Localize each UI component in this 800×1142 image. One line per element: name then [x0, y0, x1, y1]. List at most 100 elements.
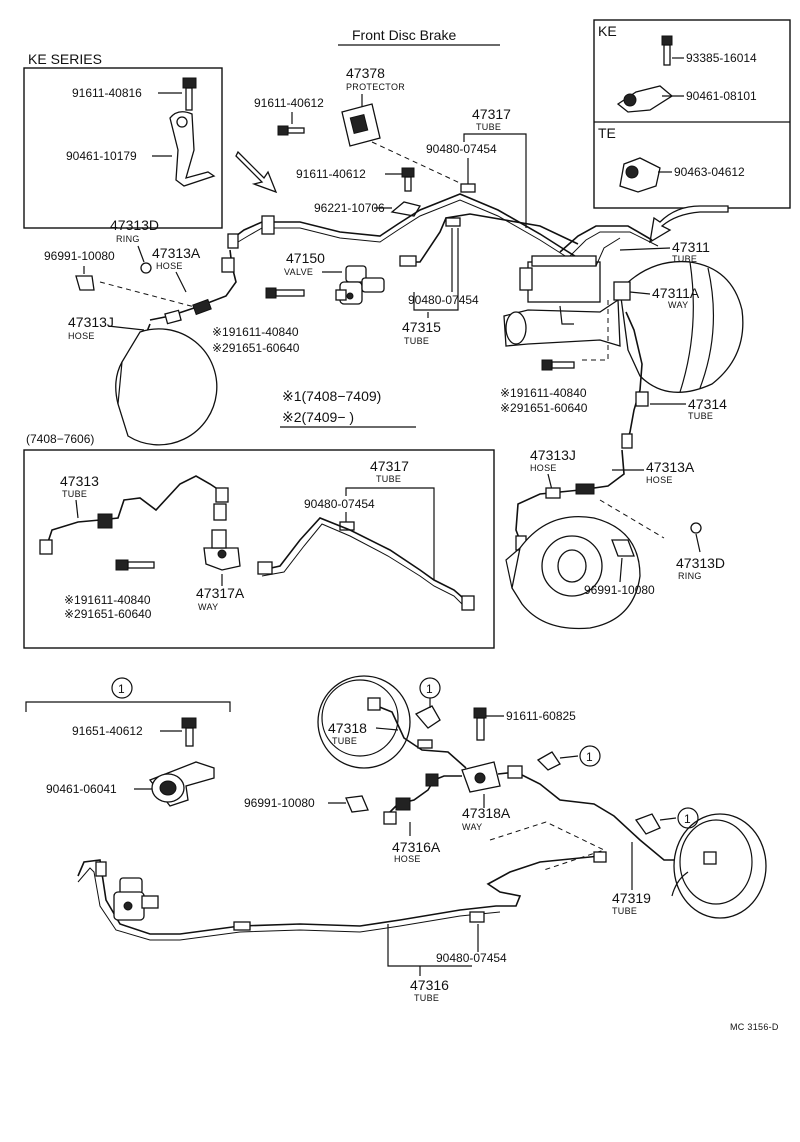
bolt-spec-box-1: ※191611-40840 — [64, 593, 151, 607]
bolt-icon — [473, 707, 487, 741]
protector-label: PROTECTOR — [346, 82, 405, 92]
part-47313-box: 47313 — [60, 473, 99, 489]
part-47317A: 47317A — [196, 585, 245, 601]
tube-label: TUBE — [332, 736, 357, 746]
clip-icon — [634, 813, 661, 835]
tube-fitting — [507, 765, 523, 779]
part-47316A: 47316A — [392, 839, 441, 855]
brake-tube-47311-inner — [569, 231, 659, 257]
part-96991-10080-lower: 96991-10080 — [244, 796, 315, 810]
way-label: WAY — [462, 822, 482, 832]
bolt-icon — [661, 35, 673, 66]
ke-series-label: KE SERIES — [28, 51, 102, 67]
ke-series-box — [23, 67, 223, 229]
disc-brake-rotor-icon — [505, 515, 641, 630]
circle-1-marker — [677, 807, 699, 829]
hose-label: HOSE — [394, 854, 421, 864]
grommet-icon — [460, 183, 476, 193]
part-90480-07454-b: 90480-07454 — [408, 293, 479, 307]
dashed-guide — [599, 499, 665, 539]
bolt-icon — [401, 167, 415, 192]
tube-label: TUBE — [688, 411, 713, 421]
circle-1-label: 1 — [426, 682, 433, 696]
hollow-arrow-icon — [235, 150, 278, 194]
disc-brake-rotor-icon — [115, 328, 218, 446]
tube-label: TUBE — [404, 336, 429, 346]
circle-1-label: 1 — [586, 750, 593, 764]
tube-label: TUBE — [376, 474, 401, 484]
way-label: WAY — [668, 300, 688, 310]
leader-line — [619, 247, 671, 251]
tube-fitting — [399, 255, 417, 267]
tube-label: TUBE — [476, 122, 501, 132]
tube-fitting — [367, 697, 381, 711]
tube-fitting — [227, 233, 239, 249]
hose-fitting — [164, 309, 182, 325]
bolt-icon — [265, 287, 305, 299]
brake-tube-47316 — [77, 855, 601, 935]
box-7408-7606 — [23, 449, 495, 649]
bracket-line — [387, 924, 472, 967]
part-96221-10706: 96221-10706 — [314, 201, 385, 215]
dashed-guide — [99, 281, 207, 311]
part-90461-08101: 90461-08101 — [686, 89, 757, 103]
part-47311: 47311 — [672, 239, 710, 255]
bolt-icon — [277, 125, 305, 136]
clip-icon — [75, 275, 95, 291]
brake-tube-47315 — [400, 213, 579, 263]
bolt-spec-3: ※191611-40840 — [500, 386, 587, 400]
tube-fitting — [461, 595, 475, 611]
part-47313A-right: 47313A — [646, 459, 695, 475]
ring-label: RING — [116, 234, 140, 244]
clamp-icon — [390, 201, 422, 217]
catalog-code: MC 3156-D — [730, 1022, 779, 1032]
tube-fitting — [635, 391, 649, 407]
bolt-icon — [115, 559, 155, 571]
legend-2: ※2(7409− ) — [282, 409, 354, 425]
legend-1: ※1(7408−7409) — [282, 388, 381, 404]
valve-label: VALVE — [284, 267, 313, 277]
circle-1-label: 1 — [684, 812, 691, 826]
rear-drum-brake-icon — [317, 675, 411, 769]
clamp-icon — [616, 85, 674, 113]
leader-line — [375, 727, 399, 731]
master-cylinder-icon — [503, 255, 621, 347]
part-47150: 47150 — [286, 250, 325, 266]
circle-1-marker — [579, 745, 601, 767]
clip-icon — [619, 157, 661, 193]
hose-fitting — [575, 483, 595, 495]
way-fitting-icon — [203, 529, 241, 571]
part-91611-60825: 91611-60825 — [506, 709, 576, 723]
diagram-title: Front Disc Brake — [352, 27, 456, 43]
valve-icon — [335, 265, 385, 305]
grommet-icon — [417, 739, 433, 749]
ring-label: RING — [678, 571, 702, 581]
grommet-icon — [469, 911, 485, 923]
tube-fitting — [39, 539, 53, 555]
grommet-icon — [233, 921, 251, 931]
ring-icon — [140, 262, 152, 274]
bracket-line — [345, 487, 435, 580]
bracket-clamp-icon — [148, 761, 215, 807]
tube-fitting — [95, 861, 107, 877]
brake-tube-47319 — [497, 771, 707, 861]
part-91611-40816: 91611-40816 — [72, 86, 142, 100]
part-47318A: 47318A — [462, 805, 511, 821]
part-90480-07454-lower: 90480-07454 — [436, 951, 507, 965]
hose-fitting — [383, 811, 397, 825]
brake-tube-47313 — [45, 475, 223, 549]
ke-label: KE — [598, 23, 617, 39]
bolt-icon — [541, 359, 575, 371]
brake-tube-47314 — [625, 311, 643, 445]
part-47313A: 47313A — [152, 245, 201, 261]
circle-1-marker — [111, 677, 133, 699]
part-91651-40612: 91651-40612 — [72, 724, 143, 738]
leader-line — [175, 271, 187, 293]
valve-icon — [113, 877, 159, 921]
part-90461-06041: 90461-06041 — [46, 782, 117, 796]
grommet-icon — [445, 217, 461, 227]
dashed-guide — [489, 821, 606, 871]
bolt-spec-box-2: ※291651-60640 — [64, 607, 152, 621]
bolt-icon — [181, 717, 197, 747]
leader-line — [107, 325, 145, 331]
